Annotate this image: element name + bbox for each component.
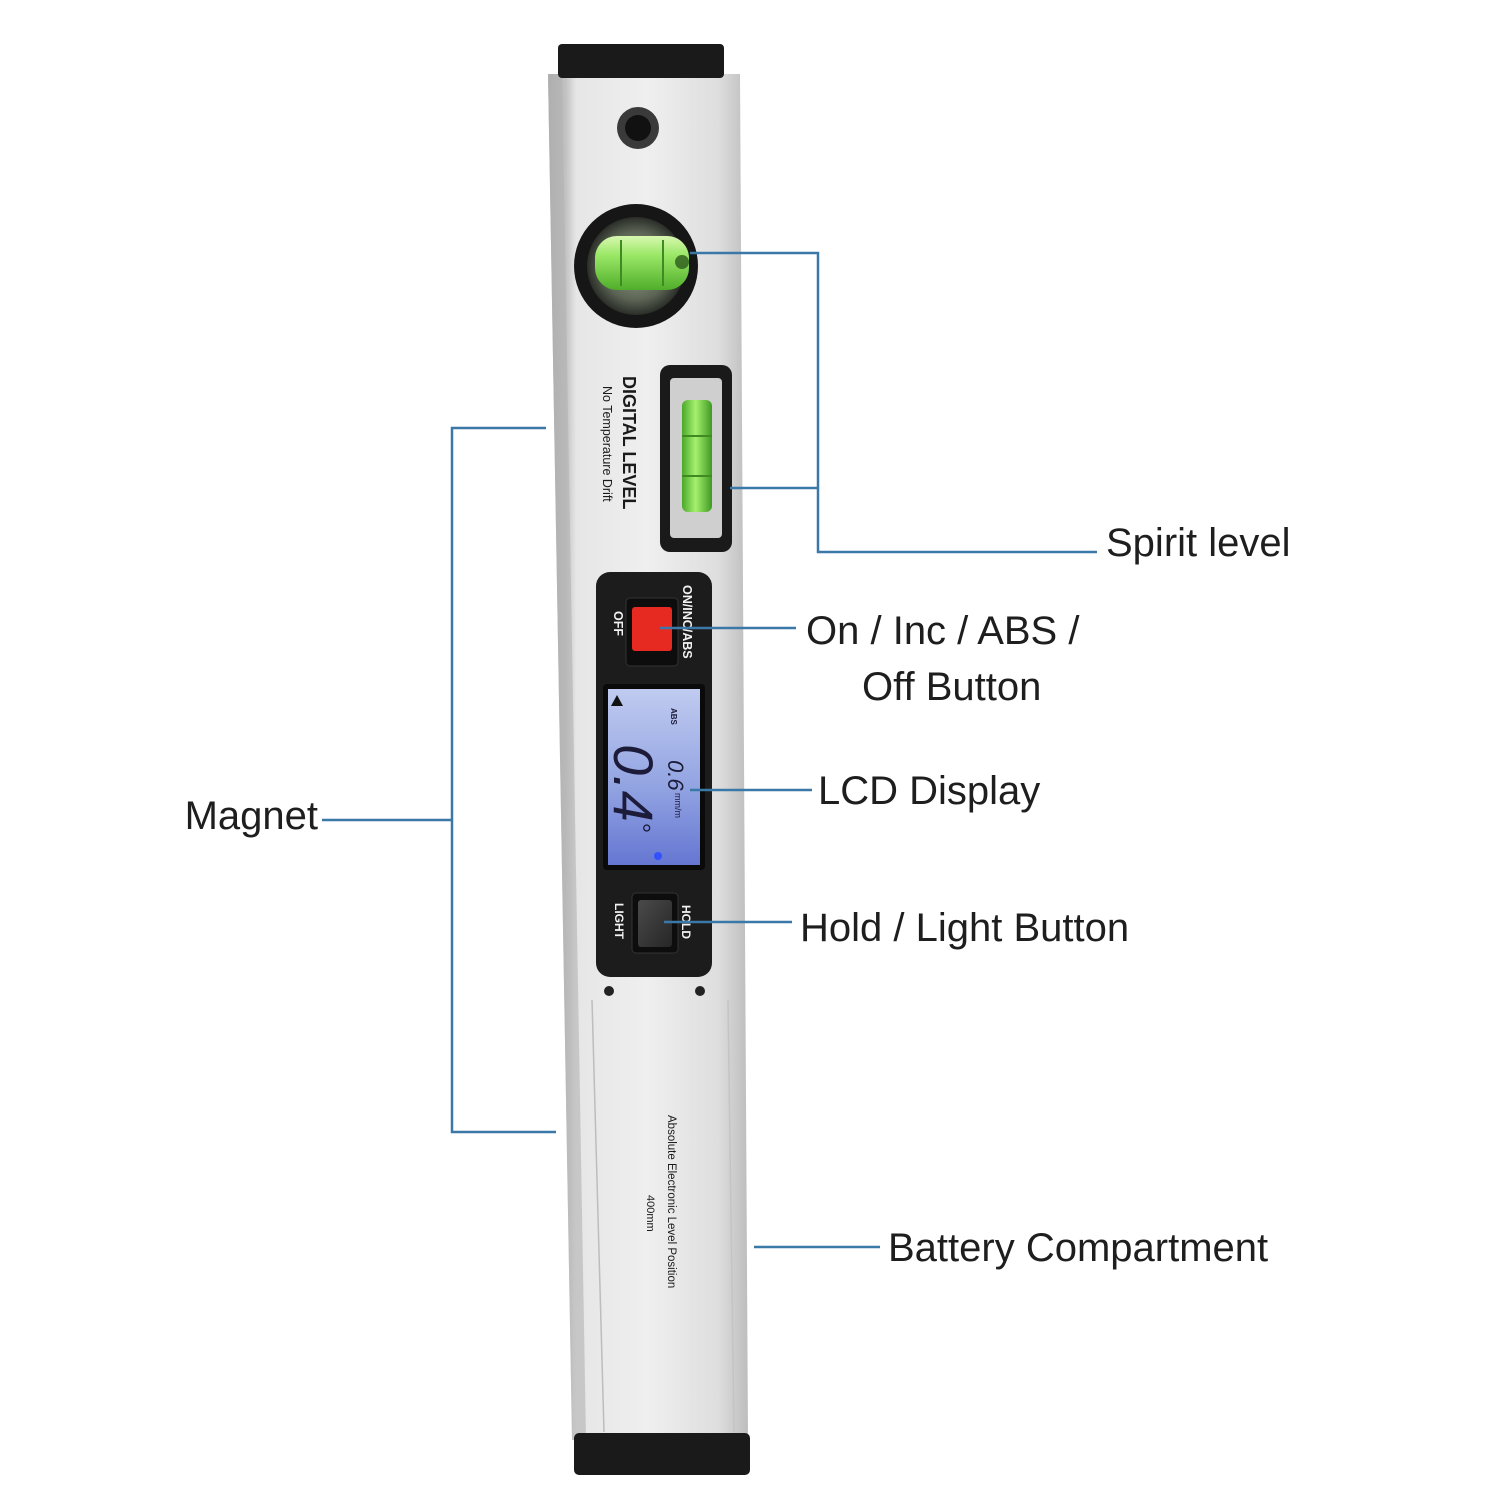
body-groove-left: [591, 999, 605, 1433]
power-button: [632, 607, 672, 651]
control-panel: ON/INC/ABS OFF ABS 0.6 mm/m 0.4° HOLD LI…: [596, 572, 712, 977]
vertical-spirit-vial: [660, 365, 732, 552]
callout-lines: [322, 251, 1097, 1249]
vertical-vial-tube: [682, 400, 712, 512]
hold-light-button: [638, 900, 672, 947]
lcd-screen: [608, 689, 700, 865]
label-spirit-level: Spirit level: [1106, 521, 1291, 565]
magnet-bracket: [450, 426, 556, 1134]
light-label: LIGHT: [612, 903, 626, 940]
label-magnet: Magnet: [185, 794, 318, 838]
device-title: DIGITAL LEVEL: [619, 376, 639, 509]
device-subtitle: No Temperature Drift: [600, 386, 614, 502]
label-lcd-display: LCD Display: [818, 769, 1040, 813]
vial-bubble: [675, 255, 689, 269]
spirit-level-leader: [690, 251, 1097, 554]
off-label: OFF: [611, 611, 625, 636]
lcd-arrow-icon: [611, 695, 623, 706]
label-power-button-line2: Off Button: [862, 665, 1041, 709]
lcd-angle-value: 0.4: [602, 744, 665, 822]
lcd-slope-unit: mm/m: [673, 793, 683, 818]
horizontal-vial-tube: [595, 236, 689, 290]
power-button-label: ON/INC/ABS: [680, 585, 694, 659]
device-footer-line1: Absolute Electronic Level Position: [665, 1115, 677, 1288]
label-hold-light-button: Hold / Light Button: [800, 906, 1129, 950]
top-end-cap: [558, 44, 724, 78]
mounting-hole: [617, 107, 659, 149]
label-power-button-line1: On / Inc / ABS /: [806, 609, 1080, 653]
lcd-slope-value: 0.6: [663, 760, 688, 791]
body-groove-right: [727, 999, 735, 1433]
screw-right: [695, 986, 705, 996]
lcd-angle-unit: °: [626, 822, 656, 832]
round-spirit-vial: [574, 204, 698, 328]
lcd-mode: ABS: [669, 708, 678, 726]
label-battery-compartment: Battery Compartment: [888, 1226, 1268, 1270]
bottom-end-cap: [574, 1433, 750, 1475]
screw-left: [604, 986, 614, 996]
device-footer-line2: 400mm: [644, 1195, 656, 1232]
lcd-angle-readout: 0.4°: [602, 744, 665, 832]
body-side-face: [548, 74, 586, 1440]
backlight-indicator: [654, 852, 662, 860]
